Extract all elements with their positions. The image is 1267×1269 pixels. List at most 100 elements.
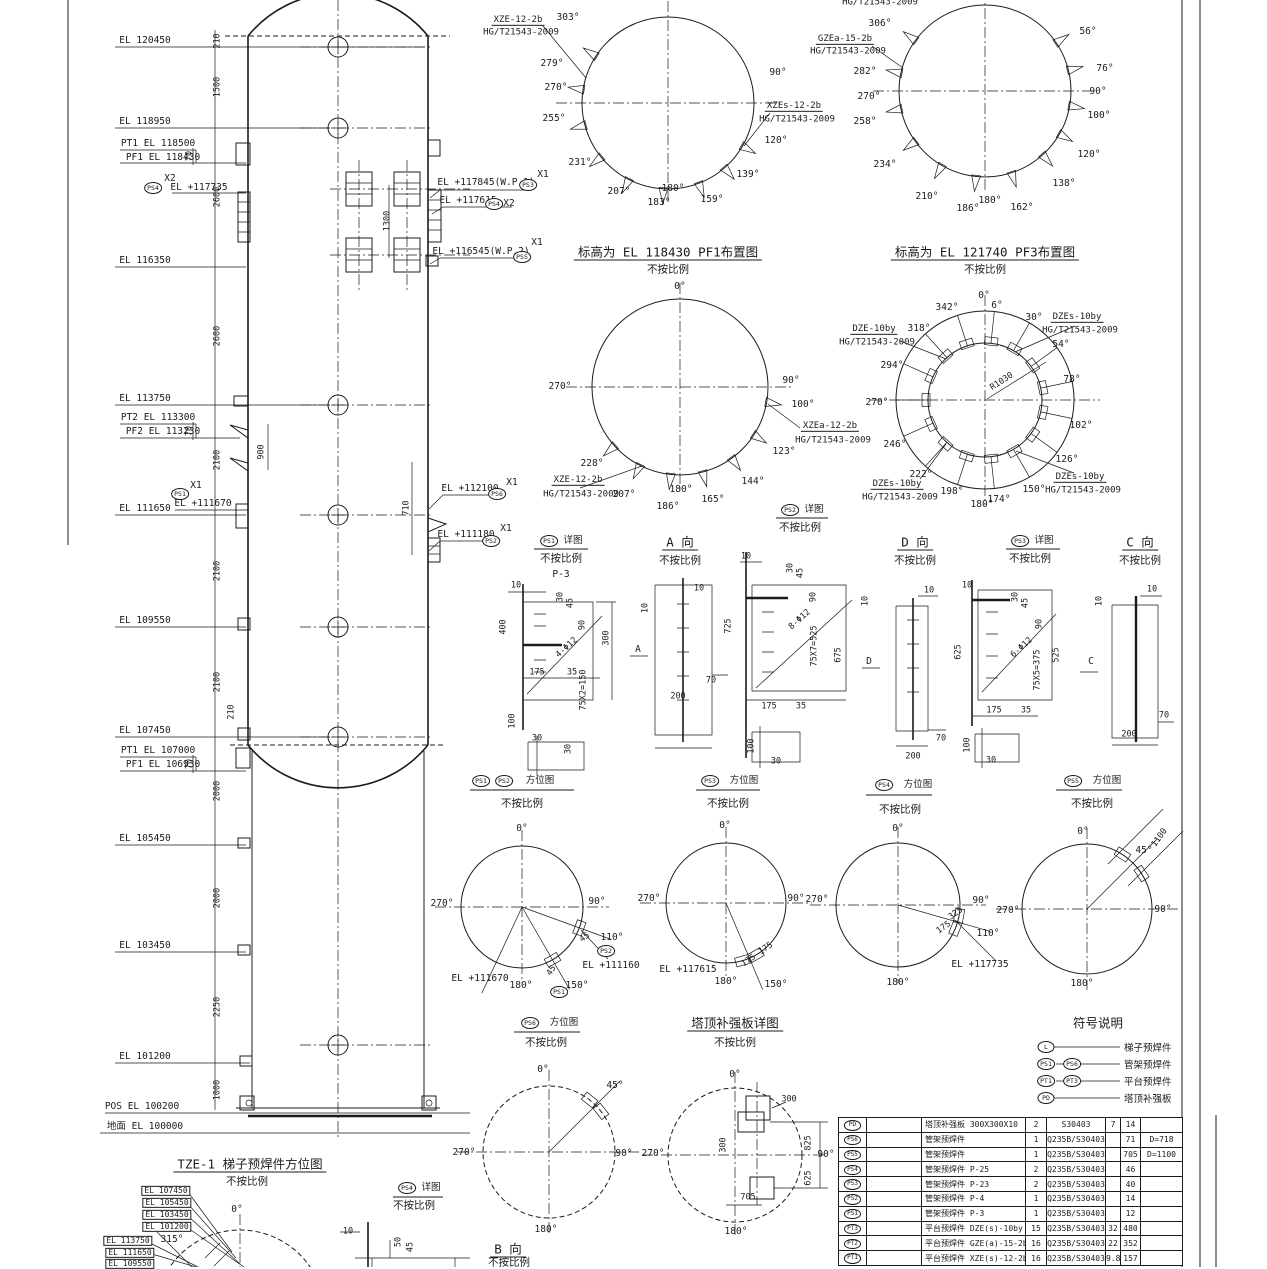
legend-symbol: PT1 <box>1037 1075 1055 1087</box>
dim-label: 70 <box>1158 710 1170 721</box>
bom-cell-name: 塔顶补强板 300X300X10 <box>921 1117 1026 1133</box>
dim-label: 35 <box>795 701 807 712</box>
bom-cell-name: 平台预焊件 DZE(s)-10by <box>921 1220 1026 1237</box>
bom-cell-note <box>1140 1117 1183 1133</box>
angle-label: 90° <box>782 375 800 387</box>
el-label: EL 116350 <box>119 255 171 267</box>
view-title: A 向 <box>662 536 698 551</box>
dim-label: 200 <box>1121 729 1137 740</box>
dim-label: 30 <box>985 755 997 766</box>
dim-label: 200 <box>670 691 686 702</box>
weld-marker: PS1 <box>550 986 568 998</box>
view-title: D 向 <box>897 536 933 551</box>
dim-label: 45 <box>405 1241 416 1253</box>
dim-label: 70 <box>705 675 717 686</box>
bom-cell-unit <box>1105 1146 1121 1163</box>
weld-marker: PS3 <box>1011 535 1029 547</box>
nozzle-callout: DZEs-10by <box>1053 471 1107 484</box>
weld-marker: PS2 <box>781 504 799 516</box>
nozzle-callout: HG/T21543-2009 <box>543 489 619 500</box>
dim-label: 75X7=525 <box>809 625 820 667</box>
angle-label: 102° <box>1069 420 1093 432</box>
dim-label: 2000 <box>212 780 223 802</box>
bom-cell-mat: Q235B/S30403 <box>1046 1205 1106 1222</box>
bom-cell-note <box>1140 1235 1183 1252</box>
angle-label: 159° <box>700 194 724 206</box>
el-label: PF2 EL 113230 <box>125 426 201 438</box>
bom-cell-mat: Q235B/S30403 <box>1046 1220 1106 1237</box>
shell-clips <box>229 139 448 1067</box>
dim-label: 300 <box>718 1137 729 1153</box>
angle-label: 270° <box>996 905 1020 917</box>
dim-label: 625 <box>803 1170 814 1186</box>
el-label: EL +112100 <box>441 483 499 495</box>
el-label: POS EL 100200 <box>104 1101 180 1113</box>
text-label: 详图 <box>421 1182 441 1194</box>
bom-cell-unit <box>1105 1190 1121 1207</box>
angle-label: 110° <box>600 932 624 944</box>
bom-cell-name: 平台预焊件 GZE(a)-15-2b <box>921 1235 1026 1252</box>
text-label: 方位图 <box>729 775 759 787</box>
sheet-borders <box>67 0 1217 1267</box>
angle-label: 180° <box>509 980 533 992</box>
bom-cell-total: 12 <box>1120 1205 1141 1222</box>
el-label: EL +111670 <box>174 498 232 510</box>
text-label: X2 <box>164 173 176 185</box>
scale-note: 不按比例 <box>1119 554 1161 567</box>
scale-note: 不按比例 <box>659 554 701 567</box>
dim-label: 10 <box>961 580 973 591</box>
angle-label: 186° <box>956 203 980 215</box>
bom-cell-sym: PS1 <box>838 1205 867 1222</box>
view-title: 标高为 EL 118430 PF1布置图 <box>573 246 763 261</box>
dim-label: 2600 <box>212 325 223 347</box>
tze1-leaders <box>149 1191 245 1267</box>
angle-label: 45° <box>606 1080 624 1092</box>
angle-label: 0° <box>231 1204 243 1216</box>
bom-cell-blank <box>866 1190 922 1207</box>
bom-cell-sym: PT2 <box>838 1235 867 1252</box>
angle-label: 54° <box>1052 339 1070 351</box>
bom-cell-mat: Q235B/S30403 <box>1046 1131 1106 1148</box>
el-label: EL +117735 <box>951 959 1009 971</box>
bom-cell-name: 平台预焊件 XZE(s)-12-2b <box>921 1250 1026 1266</box>
nozzle-callout: HG/T21543-2009 <box>1045 485 1121 496</box>
text-label: 详图 <box>804 504 824 516</box>
el-label: EL 111650 <box>119 503 171 515</box>
view-title: 塔顶补强板详图 <box>687 1017 783 1032</box>
bom-cell-qty: 16 <box>1025 1250 1047 1266</box>
dim-label: 70 <box>184 150 195 162</box>
bom-cell-qty: 1 <box>1025 1190 1047 1207</box>
dim-label: 825 <box>803 1135 814 1151</box>
angle-label: 270° <box>641 1148 665 1160</box>
bom-cell-qty: 2 <box>1025 1176 1047 1192</box>
angle-label: 183° <box>647 197 671 209</box>
pf3-arrangement-circle <box>873 0 1097 193</box>
bom-cell-mat: Q235B/S30403 <box>1046 1146 1106 1163</box>
bom-cell-qty: 15 <box>1025 1220 1047 1237</box>
weld-marker: PS1 <box>540 535 558 547</box>
bom-cell-blank <box>866 1235 922 1252</box>
dim-label: 210 <box>226 704 237 720</box>
angle-label: 180° <box>724 1226 748 1238</box>
dim-label: 1500 <box>212 76 223 98</box>
el-label: EL +111180 <box>437 529 495 541</box>
bom-cell-sym: PT1 <box>838 1250 867 1266</box>
angle-label: 306° <box>868 18 892 30</box>
angle-label: 120° <box>764 135 788 147</box>
dim-label: 10 <box>693 583 705 594</box>
angle-label: 0° <box>674 281 686 293</box>
bom-cell-blank <box>866 1250 922 1266</box>
angle-label: 0° <box>516 823 528 835</box>
bom-cell-qty: 2 <box>1025 1161 1047 1178</box>
nozzle-callout: HG/T21543-2009 <box>759 114 835 125</box>
angle-label: 342° <box>935 302 959 314</box>
nozzle-callout: HG/T21543-2009 <box>1042 325 1118 336</box>
weld-marker: PS6 <box>521 1017 539 1029</box>
angle-label: 0° <box>729 1069 741 1081</box>
angle-label: 207° <box>612 489 636 501</box>
legend-symbol: PT3 <box>1063 1075 1081 1087</box>
legend-text: 平台预焊件 <box>1124 1077 1172 1088</box>
